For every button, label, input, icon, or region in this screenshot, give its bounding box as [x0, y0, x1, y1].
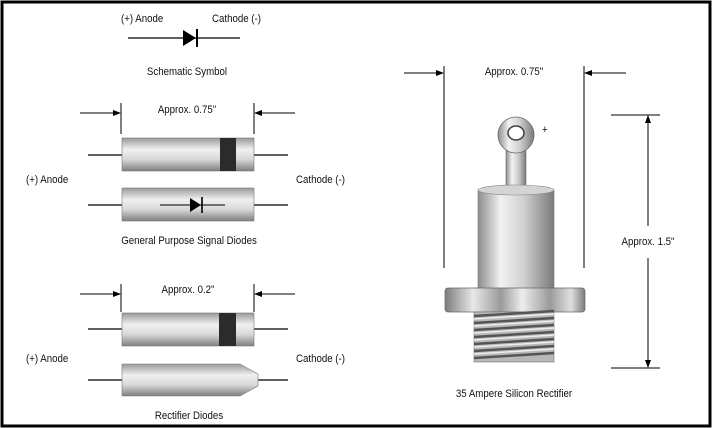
- silicon-rectifier-width-dimension: [404, 66, 626, 268]
- signal-diode-top: [88, 137, 288, 172]
- rectifier-diodes-dimension: [80, 284, 295, 312]
- signal-anode-label: (+) Anode: [26, 174, 69, 186]
- signal-diode-bottom: [88, 187, 288, 222]
- rectifier-diodes-dimension-label: Approx. 0.2": [161, 284, 215, 296]
- schematic-anode-label: (+) Anode: [121, 13, 164, 25]
- schematic-cathode-label: Cathode (-): [212, 13, 261, 25]
- rectifier-anode-label: (+) Anode: [26, 353, 69, 365]
- cathode-band: [219, 313, 236, 346]
- diode-arrow-icon: [190, 198, 201, 212]
- rectifier-cathode-label: Cathode (-): [296, 353, 345, 365]
- signal-diodes-caption: General Purpose Signal Diodes: [121, 235, 257, 247]
- schematic-caption: Schematic Symbol: [146, 66, 228, 78]
- silicon-rectifier-caption: 35 Ampere Silicon Rectifier: [455, 388, 573, 400]
- schematic-diode-symbol: [128, 29, 240, 47]
- signal-diodes-dimension-label: Approx. 0.75": [157, 104, 217, 116]
- silicon-rectifier: [444, 116, 586, 363]
- rectifier-diode-bottom: [88, 363, 288, 397]
- silicon-rectifier-height-dimension: [611, 114, 660, 369]
- silicon-rectifier-width-label: Approx. 0.75": [484, 66, 544, 78]
- terminal-lead: [505, 147, 527, 191]
- rectifier-diodes-caption: Rectifier Diodes: [154, 410, 224, 422]
- plus-sign: +: [542, 124, 548, 136]
- threaded-stud: [473, 309, 555, 363]
- hex-flange: [444, 287, 586, 313]
- rectifier-diode-top: [88, 312, 288, 347]
- rectifier-body: [477, 189, 555, 291]
- signal-diodes-dimension: [80, 103, 295, 134]
- signal-cathode-label: Cathode (-): [296, 174, 345, 186]
- cathode-band: [220, 138, 236, 171]
- silicon-rectifier-height-label: Approx. 1.5": [621, 236, 675, 248]
